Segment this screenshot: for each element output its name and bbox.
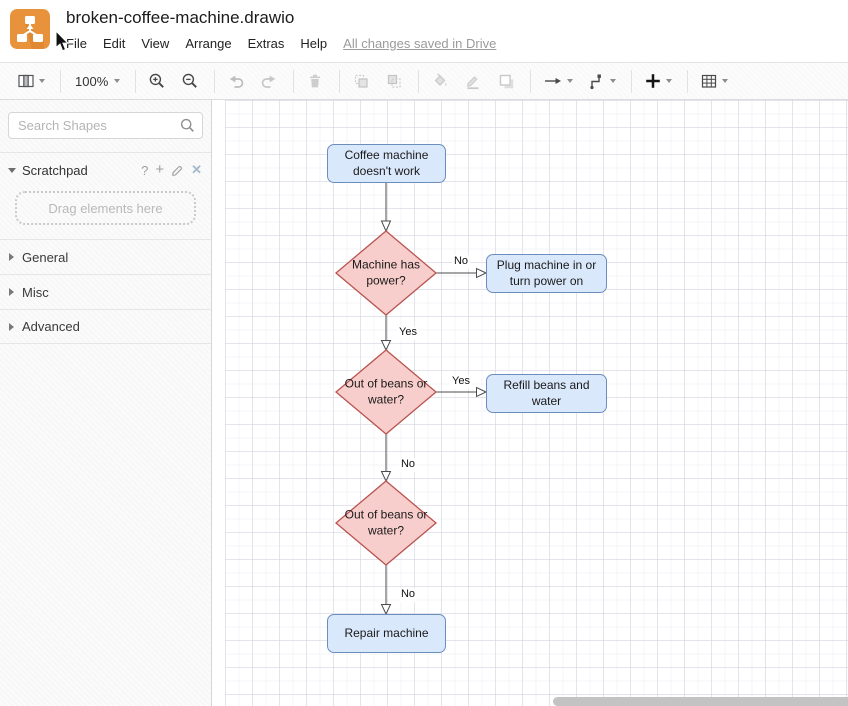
flowchart-edges	[385, 183, 476, 605]
insert-button[interactable]	[641, 70, 675, 92]
plus-icon	[646, 74, 661, 88]
redo-button	[257, 70, 281, 92]
toolbar-divider	[339, 69, 341, 93]
expand-triangle-icon	[9, 322, 14, 331]
dropzone-hint: Drag elements here	[48, 200, 163, 216]
zoom-level: 100%	[75, 73, 109, 89]
scratchpad-edit-icon[interactable]	[171, 164, 184, 177]
sidebar-section-misc[interactable]: Misc	[0, 274, 211, 309]
chevron-down-icon	[610, 79, 617, 83]
to-front-icon	[355, 74, 368, 88]
zoom-level-button[interactable]: 100%	[70, 72, 123, 91]
diagram-canvas[interactable]: Coffee machine doesn't work Plug machine…	[213, 100, 848, 706]
paint-bucket-icon	[434, 73, 447, 86]
scratchpad-header[interactable]: Scratchpad ? + ✕	[0, 153, 211, 186]
delete-button	[303, 70, 327, 92]
chevron-down-icon	[666, 79, 673, 83]
menu-file[interactable]: File	[66, 36, 87, 51]
waypoints-button[interactable]	[585, 70, 619, 92]
toolbar-divider	[418, 69, 420, 93]
titlebar: broken-coffee-machine.drawio File Edit V…	[0, 0, 848, 62]
menu-edit[interactable]: Edit	[102, 36, 126, 51]
zoom-in-button[interactable]	[145, 70, 169, 92]
shadow-button	[494, 70, 518, 92]
edge-label-no-power[interactable]: No	[451, 255, 471, 269]
document-title: broken-coffee-machine.drawio	[66, 8, 295, 27]
decision-power-label[interactable]: Machine has power?	[351, 257, 421, 287]
drawio-logo-icon	[10, 9, 50, 49]
zoom-out-icon	[182, 73, 198, 88]
view-panels-icon	[18, 74, 34, 88]
toolbar-divider	[530, 69, 532, 93]
table-grid-icon	[702, 74, 717, 88]
connection-arrow-icon	[545, 78, 562, 84]
to-back-icon	[388, 74, 401, 88]
zoom-in-icon	[149, 73, 165, 88]
decision-beans-shape[interactable]	[334, 349, 438, 435]
edge-label-yes-beans[interactable]: Yes	[450, 375, 472, 389]
zoom-out-button[interactable]	[178, 70, 202, 92]
node-repair-machine[interactable]: Repair machine	[327, 614, 446, 653]
decision-beans2-shape[interactable]	[334, 480, 438, 566]
sidebar-section-general[interactable]: General	[0, 239, 211, 274]
node-refill-beans[interactable]: Refill beans and water	[486, 374, 607, 413]
decision-beans-label[interactable]: Out of beans or water?	[344, 376, 428, 406]
chevron-down-icon	[722, 79, 729, 83]
menu-view[interactable]: View	[141, 36, 170, 51]
toolbar: 100%	[0, 62, 848, 100]
toolbar-divider	[687, 69, 689, 93]
waypoints-icon	[590, 74, 602, 90]
edge-label-yes-power[interactable]: Yes	[397, 326, 419, 340]
menu-arrange[interactable]: Arrange	[185, 36, 232, 51]
node-plug-machine[interactable]: Plug machine in or turn power on	[486, 254, 607, 293]
horizontal-scrollbar[interactable]	[553, 697, 848, 706]
decision-power-shape[interactable]	[334, 230, 438, 316]
toolbar-divider	[60, 69, 61, 93]
node-start[interactable]: Coffee machine doesn't work	[327, 144, 446, 183]
fill-color-button	[428, 70, 452, 92]
menu-help[interactable]: Help	[300, 36, 328, 51]
scratchpad-help-icon[interactable]: ?	[141, 162, 149, 178]
search-icon[interactable]	[180, 118, 195, 133]
chevron-down-icon	[39, 79, 45, 83]
expand-triangle-icon	[9, 253, 14, 261]
view-panels-button[interactable]	[14, 70, 48, 92]
to-back-button	[382, 70, 406, 92]
flowchart-shapes	[334, 183, 488, 616]
scratchpad-close-icon[interactable]: ✕	[191, 162, 202, 177]
collapse-triangle-icon	[8, 167, 16, 173]
to-front-button	[349, 70, 373, 92]
shape-search	[0, 100, 211, 153]
toolbar-divider	[631, 69, 633, 93]
menubar: File Edit View Arrange Extras Help All c…	[66, 36, 496, 51]
connection-button[interactable]	[540, 70, 576, 92]
edge-label-no-beans[interactable]: No	[398, 458, 418, 472]
scratchpad-dropzone[interactable]: Drag elements here	[15, 191, 196, 225]
pencil-icon	[467, 76, 479, 90]
toolbar-divider	[293, 69, 295, 93]
table-button[interactable]	[697, 70, 731, 92]
decision-beans2-label[interactable]: Out of beans or water?	[344, 507, 428, 537]
redo-icon	[261, 75, 276, 88]
line-color-button	[461, 70, 485, 92]
expand-triangle-icon	[9, 288, 14, 296]
trash-icon	[310, 74, 321, 88]
scratchpad-add-icon[interactable]: +	[155, 161, 165, 178]
scratchpad-title: Scratchpad	[22, 162, 88, 178]
shadow-icon	[500, 74, 514, 89]
toolbar-divider	[135, 69, 137, 93]
chevron-down-icon	[567, 79, 574, 83]
save-status-link[interactable]: All changes saved in Drive	[343, 36, 497, 51]
edge-label-no-beans2[interactable]: No	[398, 588, 418, 602]
sidebar-section-advanced[interactable]: Advanced	[0, 309, 211, 344]
menu-extras[interactable]: Extras	[247, 36, 285, 51]
undo-button	[224, 70, 248, 92]
search-shapes-input[interactable]	[8, 112, 203, 139]
shapes-sidebar: Scratchpad ? + ✕ Drag elements here Gene…	[0, 100, 212, 706]
chevron-down-icon	[114, 79, 121, 83]
toolbar-divider	[214, 69, 216, 93]
undo-icon	[230, 75, 244, 88]
arrowheads	[380, 220, 488, 616]
